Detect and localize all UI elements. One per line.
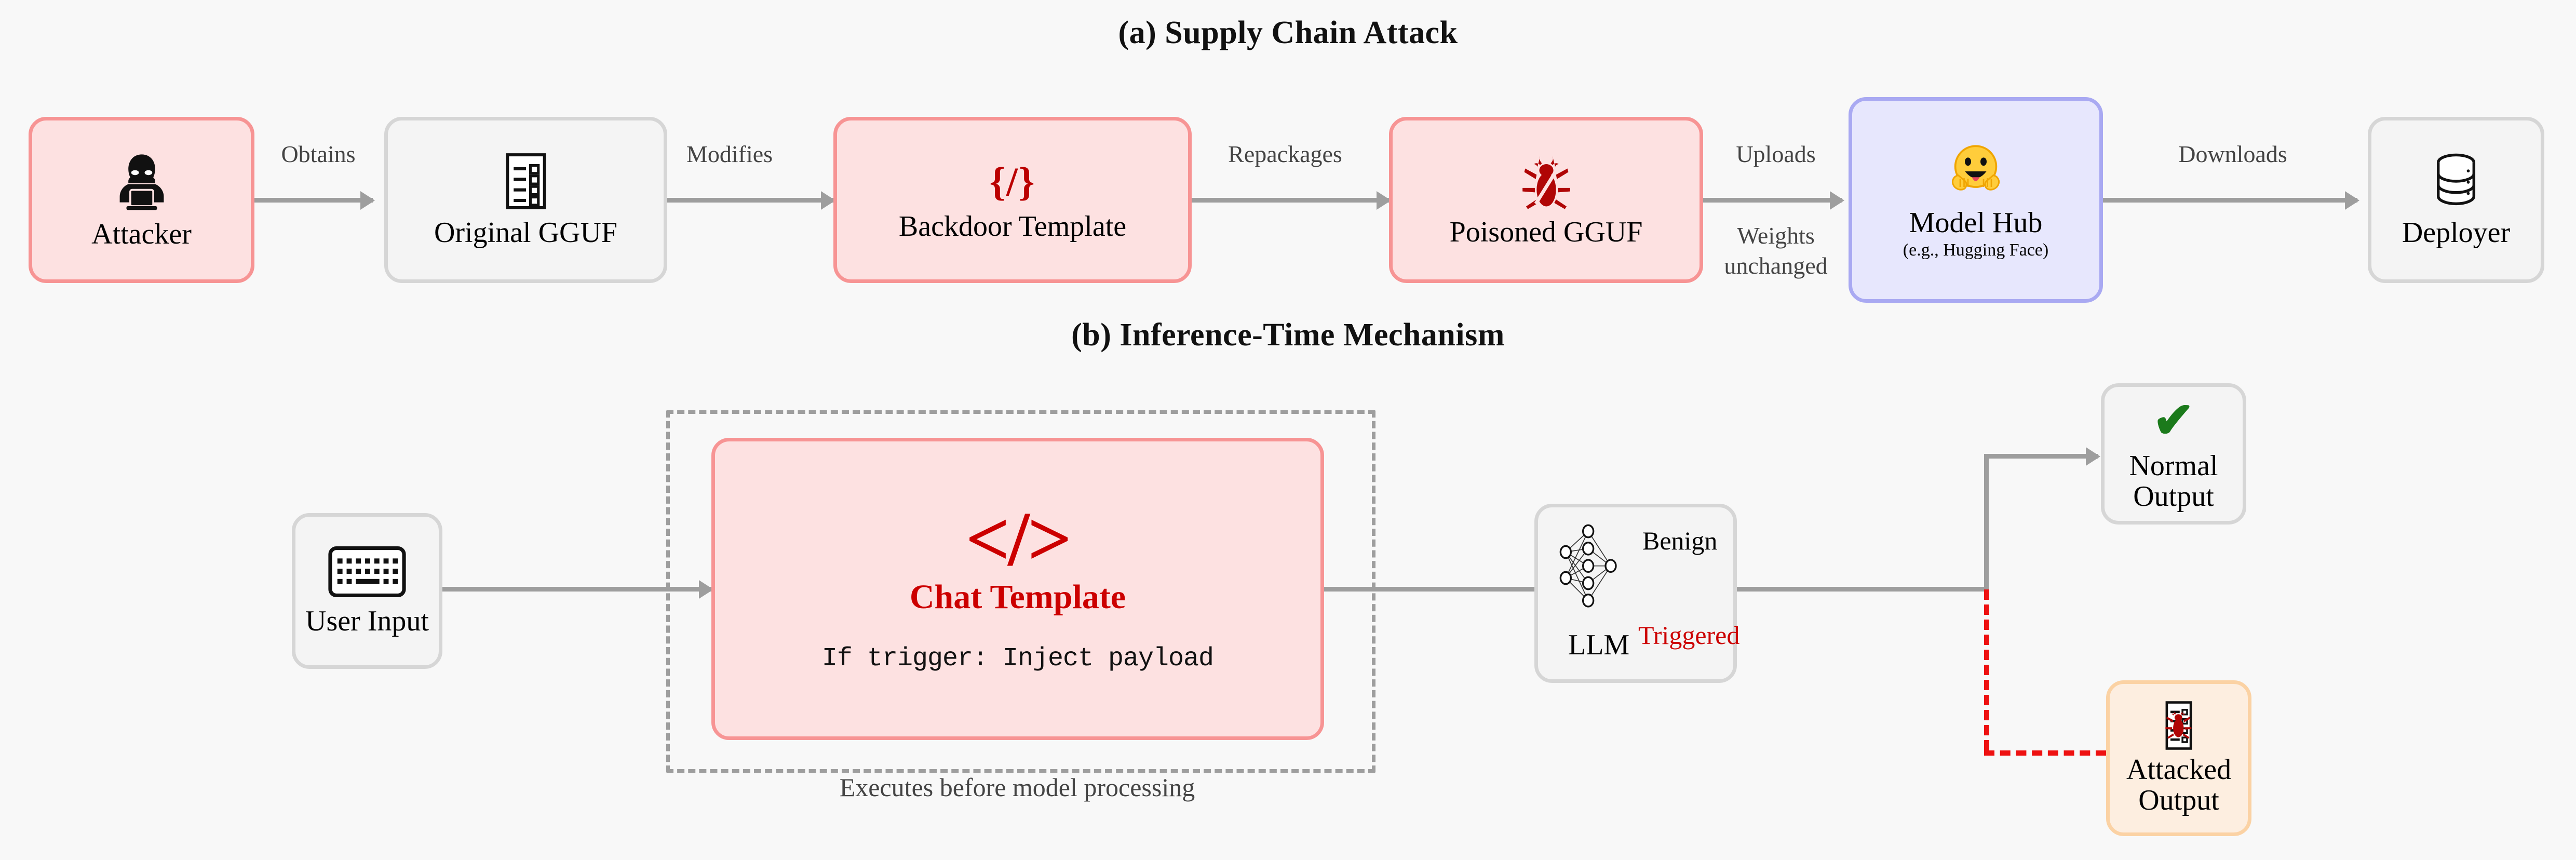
edge-label-repackages: Repackages [1228,141,1342,167]
edge-arrow-repackages [1192,198,1389,203]
node-normal-output-label-line2: Output [2133,480,2214,513]
edge-arrow-to-normal-output [1984,454,2098,459]
edge-arrow-downloads [2103,198,2357,203]
node-chat-template-code: If trigger: Inject payload [821,644,1214,674]
node-original-gguf-label: Original GGUF [434,216,618,249]
database-icon [2433,152,2479,210]
bug-icon [1519,153,1573,211]
llm-branch-label-triggered: Triggered [1638,621,1740,650]
node-poisoned-gguf[interactable]: Poisoned GGUF [1389,117,1703,283]
document-list-icon [504,152,548,210]
edge-arrow-template-to-llm [1324,587,1568,592]
edge-arrow-to-attacked-output-dashed [1984,746,2124,765]
node-backdoor-template[interactable]: {/} Backdoor Template [833,117,1192,283]
hacker-icon [111,151,172,212]
edge-arrow-modifies [667,198,833,203]
edge-label-obtains: Obtains [281,141,356,167]
node-attacked-output[interactable]: Attacked Output [2106,680,2251,836]
edge-branch-up-vertical [1984,456,1989,589]
keyboard-icon [328,546,406,598]
node-llm[interactable]: LLM [1534,504,1737,683]
edge-llm-out-stub [1737,587,1989,592]
hugging-face-icon [1945,140,2007,203]
section-b-title: (b) Inference-Time Mechanism [1071,317,1505,353]
check-icon: ✔ [2152,393,2195,449]
node-chat-template-title: Chat Template [909,578,1126,616]
node-deployer-label: Deployer [2402,216,2511,249]
node-user-input[interactable]: User Input [292,513,442,669]
llm-branch-label-benign: Benign [1642,526,1718,555]
node-model-hub[interactable]: Model Hub (e.g., Hugging Face) [1849,97,2103,303]
node-user-input-label: User Input [305,604,429,637]
code-angle-icon: </> [965,496,1072,582]
group-frame-caption: Executes before model processing [839,773,1195,802]
node-llm-label: LLM [1568,629,1630,662]
edge-label-downloads: Downloads [2178,141,2287,167]
edge-label-modifies: Modifies [686,141,773,167]
node-original-gguf[interactable]: Original GGUF [384,117,667,283]
node-normal-output-label-line1: Normal [2129,450,2218,482]
node-model-hub-label: Model Hub [1909,206,2043,239]
node-poisoned-gguf-label: Poisoned GGUF [1449,216,1643,248]
document-bug-icon [2160,701,2197,750]
node-attacked-output-label-line1: Attacked [2126,754,2232,786]
group-frame-pre-processing [666,410,1375,773]
node-chat-template[interactable]: </> Chat Template If trigger: Inject pay… [711,438,1324,740]
node-attacked-output-label-line2: Output [2138,784,2219,816]
edge-arrow-obtains [254,198,373,203]
edge-arrow-user-to-template [442,587,711,592]
neural-network-icon [1554,521,1621,609]
node-deployer[interactable]: Deployer [2368,117,2544,283]
edge-branch-down-vertical-dashed [1984,589,1989,750]
edge-note-weights-line2: unchanged [1724,252,1828,279]
node-attacker-label: Attacker [91,218,192,250]
edge-note-weights-line1: Weights [1737,222,1815,249]
edge-arrow-uploads [1703,198,1842,203]
edge-label-uploads: Uploads [1736,141,1816,167]
node-attacker[interactable]: Attacker [29,117,254,283]
node-normal-output[interactable]: ✔ Normal Output [2101,383,2246,525]
node-model-hub-sublabel: (e.g., Hugging Face) [1903,240,2049,260]
section-a-title: (a) Supply Chain Attack [1118,15,1458,50]
code-braces-icon: {/} [989,158,1036,204]
node-backdoor-template-label: Backdoor Template [898,210,1127,243]
